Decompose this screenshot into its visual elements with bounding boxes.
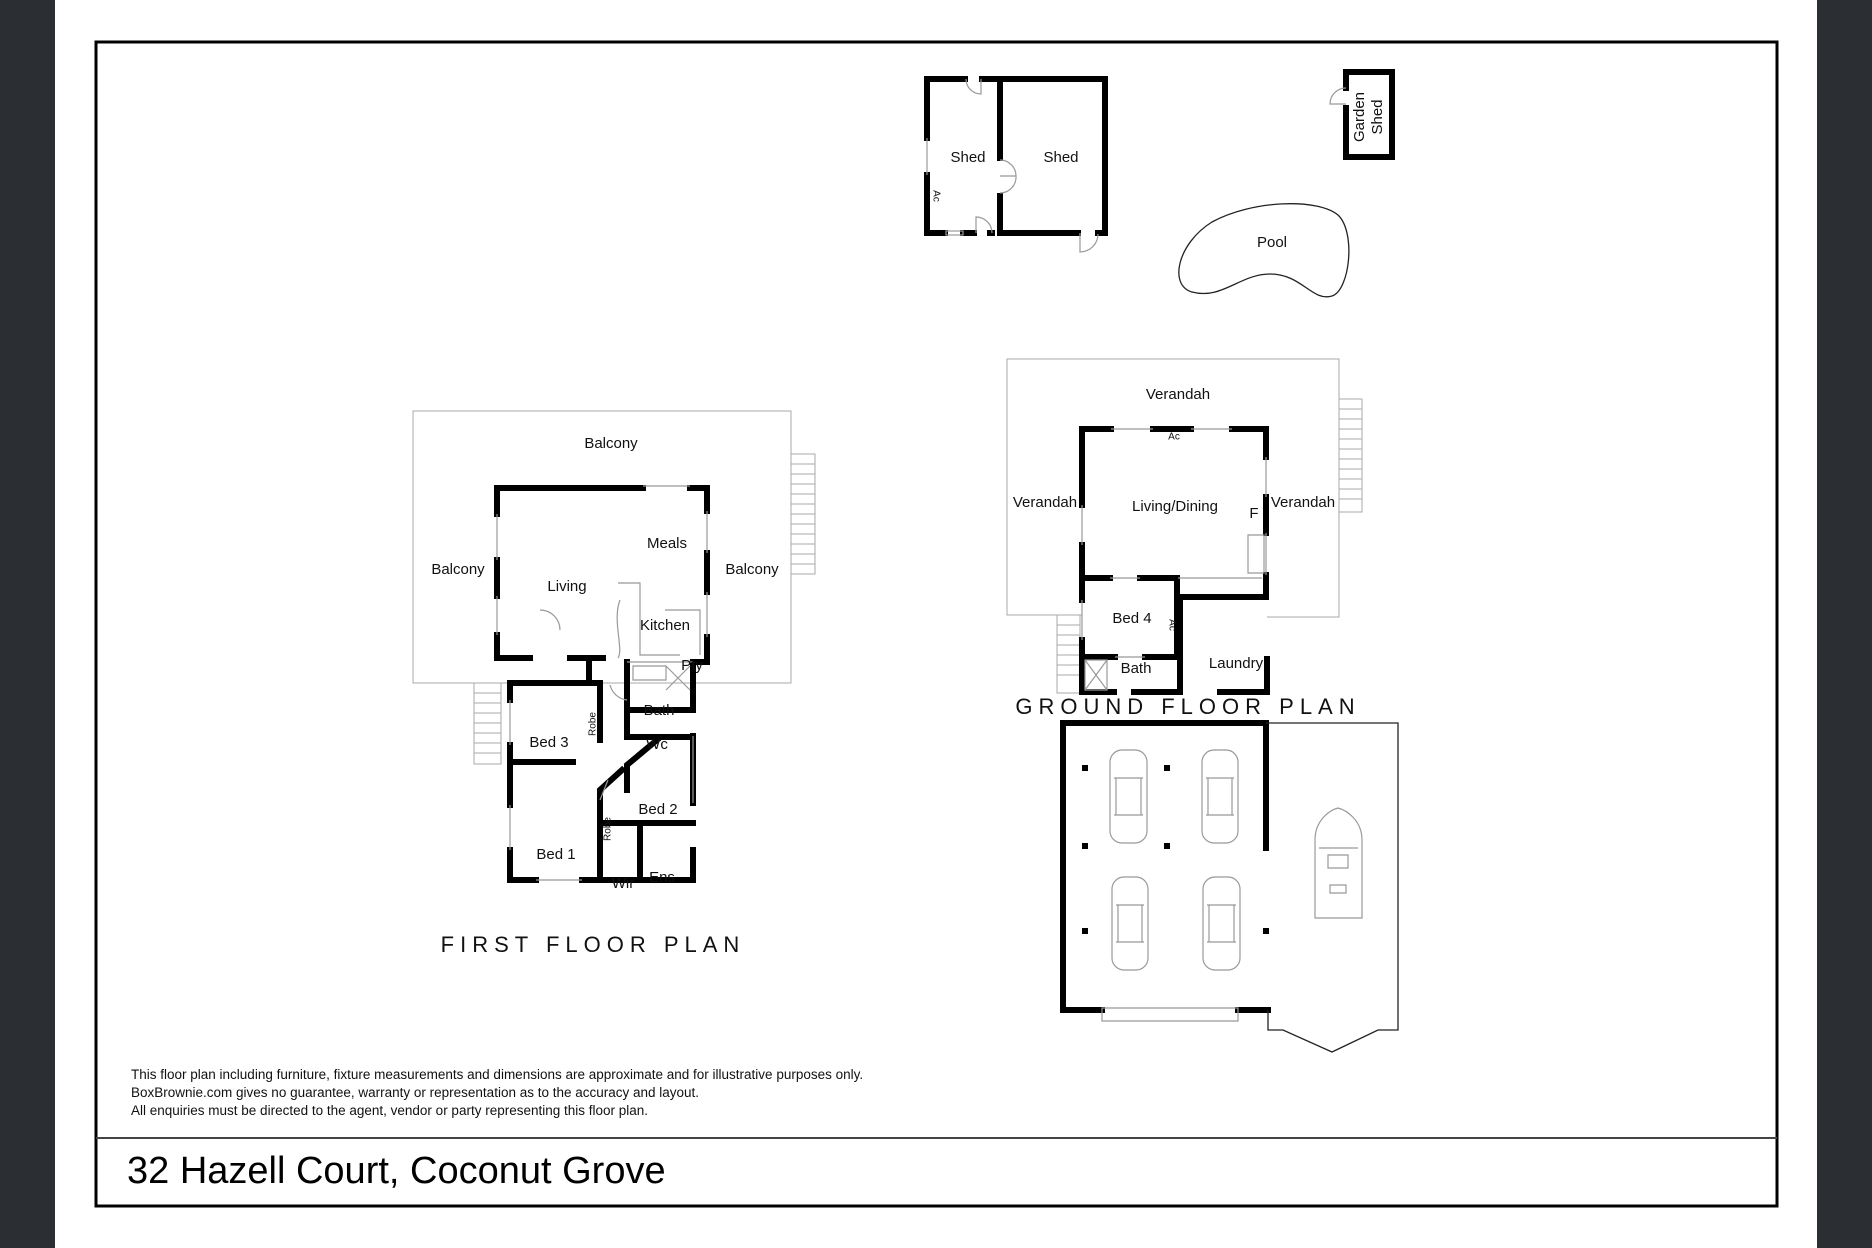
room-label-bath-ground: Bath: [1121, 660, 1152, 677]
room-label-verandah-right: Verandah: [1271, 494, 1335, 511]
room-label-shed-1: Shed: [950, 149, 985, 166]
car-icons: [1109, 749, 1363, 971]
car-icon: [1111, 876, 1149, 971]
boat-icon: [1314, 807, 1363, 919]
ac-label-living: Ac: [1168, 432, 1180, 443]
car-icon: [1109, 749, 1148, 844]
page-frame: [94, 40, 1779, 1208]
shed-block: Shed Shed Ac: [924, 76, 1108, 253]
room-label-living: Living: [547, 578, 586, 595]
room-label-robe-bed-2: Robe: [603, 817, 614, 841]
room-label-balcony-left: Balcony: [431, 561, 485, 578]
room-label-verandah-top: Verandah: [1146, 386, 1210, 403]
property-address: 32 Hazell Court, Coconut Grove: [127, 1150, 666, 1192]
room-label-verandah-left: Verandah: [1013, 494, 1077, 511]
room-label-shed-2: Shed: [1043, 149, 1078, 166]
disclaimer: This floor plan including furniture, fix…: [131, 1066, 863, 1120]
first-floor-title: FIRST FLOOR PLAN: [441, 932, 746, 957]
first-floor-plan: Balcony Balcony Balcony Living Meals Kit…: [412, 410, 816, 957]
room-label-fireplace: F: [1249, 505, 1258, 522]
room-label-wc: Wc: [646, 736, 668, 753]
room-label-living-dining: Living/Dining: [1132, 498, 1218, 515]
car-icon: [1201, 749, 1239, 844]
room-label-laundry: Laundry: [1209, 655, 1264, 672]
car-icon: [1202, 876, 1241, 971]
room-label-balcony-top: Balcony: [584, 435, 638, 452]
disclaimer-line: All enquiries must be directed to the ag…: [131, 1103, 649, 1118]
room-label-pantry: Pty: [681, 657, 703, 674]
room-label-bath: Bath: [644, 702, 675, 719]
garden-shed: Garden Shed: [1329, 69, 1395, 160]
room-label-bed-3: Bed 3: [529, 734, 568, 751]
ac-label-bed-4: Ac: [1166, 619, 1177, 631]
room-label-bed-4: Bed 4: [1112, 610, 1151, 627]
room-label-ensuite: Ens: [649, 869, 675, 886]
room-label-kitchen: Kitchen: [640, 617, 690, 634]
room-label-bed-1: Bed 1: [536, 846, 575, 863]
disclaimer-line: This floor plan including furniture, fix…: [131, 1067, 864, 1082]
room-label-wir: Wir: [612, 875, 635, 892]
pool: Pool: [1178, 203, 1350, 298]
room-label-bed-2: Bed 2: [638, 801, 677, 818]
disclaimer-line: BoxBrownie.com gives no guarantee, warra…: [131, 1085, 700, 1100]
ac-label: Ac: [930, 190, 941, 202]
room-label-robe-bed-3: Robe: [588, 712, 599, 736]
garage-posts: [1082, 765, 1269, 934]
room-label-garden: Garden: [1351, 92, 1368, 142]
room-label-pool: Pool: [1257, 234, 1287, 251]
room-label-meals: Meals: [647, 535, 687, 552]
garage: [1060, 720, 1399, 1053]
room-label-balcony-right: Balcony: [725, 561, 779, 578]
room-label-garden-shed: Shed: [1369, 99, 1386, 134]
left-margin-bar: [0, 0, 55, 1248]
ground-floor-plan: Verandah Verandah Verandah Living/Dining…: [1006, 358, 1363, 719]
right-margin-bar: [1817, 0, 1872, 1248]
ground-floor-title: GROUND FLOOR PLAN: [1015, 694, 1360, 719]
